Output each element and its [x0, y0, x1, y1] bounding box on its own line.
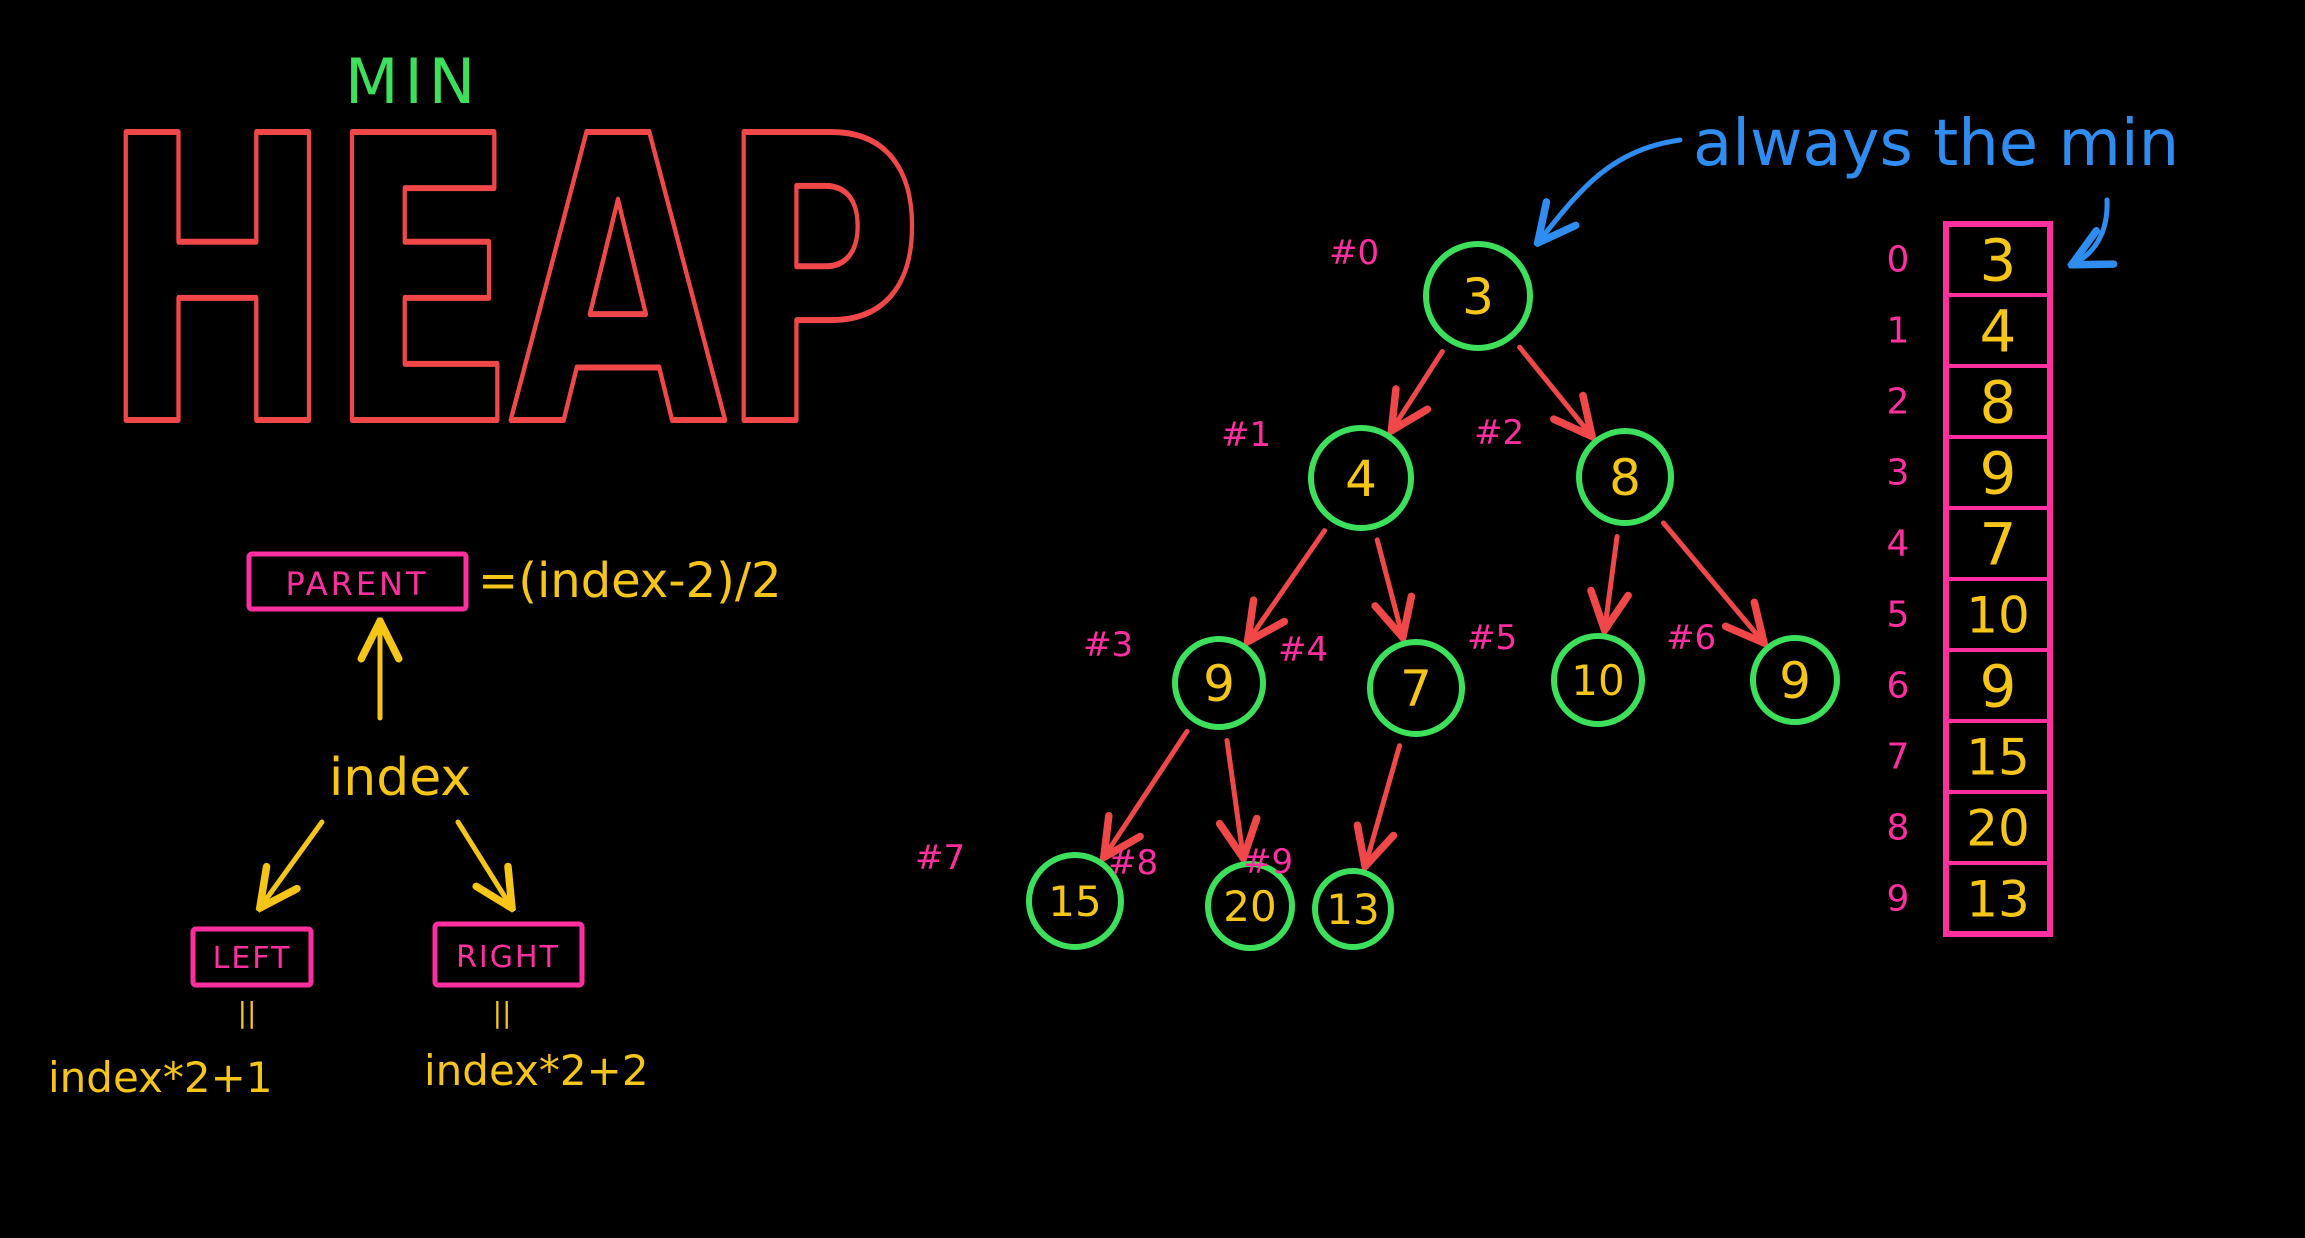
- array-index-label: 9: [1887, 879, 1910, 920]
- tree-edge: [1106, 728, 1190, 854]
- left-box: [190, 926, 314, 988]
- node-value: 8: [1609, 449, 1641, 507]
- annotation-arrow-to-array: [2075, 197, 2107, 263]
- node-index-label: #6: [1666, 618, 1716, 658]
- tree-node: 8 #2: [1474, 413, 1674, 526]
- tree-edges: [1106, 344, 1762, 863]
- heap-array: 3 0 4 1 8 2 9 3 7 4 10 5 9 6 15 7 20 8 13 9: [1887, 221, 2053, 937]
- node-value: 13: [1326, 885, 1379, 934]
- node-value: 4: [1345, 450, 1377, 508]
- tree-edge: [1517, 344, 1590, 433]
- tree-edge: [1377, 537, 1402, 634]
- parent-label: PARENT: [285, 565, 428, 603]
- array-cell-value: 8: [1980, 368, 2017, 436]
- tree-edge: [1661, 520, 1762, 640]
- tree-node: 13 #9: [1243, 842, 1394, 950]
- node-ring: [1205, 861, 1295, 951]
- left-equals-mark: ||: [238, 996, 257, 1029]
- right-box: [432, 921, 585, 988]
- tree-edge: [1227, 737, 1243, 854]
- title-heap: HEAP: [100, 54, 915, 514]
- tree-node: 9 #6: [1666, 618, 1840, 725]
- annotation-group: always the min: [1540, 107, 2179, 263]
- node-value: 9: [1779, 652, 1811, 710]
- node-index-label: #1: [1221, 415, 1271, 455]
- tree-edge: [1605, 533, 1617, 626]
- array-cell-value: 4: [1980, 297, 2017, 365]
- node-index-label: #2: [1474, 413, 1524, 453]
- node-index-label: #0: [1329, 233, 1379, 273]
- node-ring: [1367, 639, 1465, 737]
- title-group: MIN HEAP: [97, 45, 930, 517]
- array-index-label: 3: [1887, 453, 1910, 494]
- parent-box: [246, 551, 469, 612]
- node-value: 15: [1048, 877, 1101, 926]
- array-index-label: 4: [1887, 524, 1910, 565]
- node-ring: [1576, 428, 1674, 526]
- index-label: index: [329, 748, 471, 808]
- node-value: 10: [1571, 656, 1624, 705]
- node-index-label: #5: [1467, 618, 1517, 658]
- node-value: 9: [1203, 655, 1235, 713]
- array-cell-value: 3: [1980, 226, 2017, 294]
- tree-edge: [1366, 743, 1403, 863]
- array-index-label: 7: [1887, 737, 1910, 778]
- array-cell-value: 9: [1980, 652, 2017, 720]
- annotation-text: always the min: [1693, 107, 2179, 181]
- array-index-label: 1: [1887, 311, 1910, 352]
- tree-node: 15 #7: [915, 838, 1124, 950]
- tree-node: 4 #1: [1221, 415, 1414, 531]
- array-cell-value: 13: [1966, 871, 2030, 929]
- node-index-label: #7: [915, 838, 965, 878]
- index-to-right-arrow: [455, 819, 510, 905]
- node-index-label: #8: [1108, 843, 1158, 883]
- array-cell-value: 15: [1966, 729, 2030, 787]
- node-ring: [1172, 636, 1266, 730]
- tree-edge: [1393, 349, 1445, 428]
- title-min-label: MIN: [345, 45, 481, 118]
- annotation-arrow-to-root: [1540, 137, 1683, 240]
- array-index-label: 8: [1887, 808, 1910, 849]
- array-cell-value: 20: [1966, 800, 2030, 858]
- tree-edge: [1250, 528, 1328, 639]
- node-ring: [1423, 241, 1533, 351]
- node-ring: [1312, 868, 1394, 950]
- array-cell-value: 7: [1980, 510, 2017, 578]
- node-index-label: #4: [1278, 630, 1328, 670]
- node-index-label: #9: [1243, 842, 1293, 882]
- array-cell-value: 10: [1966, 587, 2030, 645]
- node-value: 20: [1223, 882, 1276, 931]
- right-equals-mark: ||: [493, 996, 512, 1029]
- node-ring: [1551, 633, 1645, 727]
- right-label: RIGHT: [456, 940, 560, 975]
- array-index-label: 2: [1887, 382, 1910, 423]
- tree-node: 7 #4: [1278, 630, 1465, 737]
- array-index-label: 5: [1887, 595, 1910, 636]
- tree-nodes: 3 #0 4 #1 8 #2 9 #3 7 #4 10 #5 9 #6 15 #7 20 #8 13 #9: [915, 233, 1840, 951]
- tree-node: 3 #0: [1329, 233, 1533, 351]
- node-value: 3: [1462, 268, 1494, 326]
- node-ring: [1026, 852, 1124, 950]
- tree-node: 9 #3: [1083, 625, 1266, 730]
- right-formula: index*2+2: [424, 1046, 649, 1095]
- node-value: 7: [1400, 660, 1432, 718]
- formula-panel: PARENT =(index-2)/2 index LEFT RIGHT || …: [48, 551, 782, 1102]
- array-cell-value: 9: [1980, 439, 2017, 507]
- parent-formula: =(index-2)/2: [478, 553, 782, 609]
- array-index-label: 0: [1887, 240, 1910, 281]
- node-ring: [1750, 635, 1840, 725]
- tree-node: 20 #8: [1108, 843, 1295, 951]
- left-formula: index*2+1: [48, 1053, 273, 1102]
- left-label: LEFT: [213, 941, 292, 976]
- array-index-label: 6: [1887, 666, 1910, 707]
- tree-node: 10 #5: [1467, 618, 1645, 727]
- node-ring: [1308, 425, 1414, 531]
- node-index-label: #3: [1083, 625, 1133, 665]
- index-to-left-arrow: [262, 819, 325, 905]
